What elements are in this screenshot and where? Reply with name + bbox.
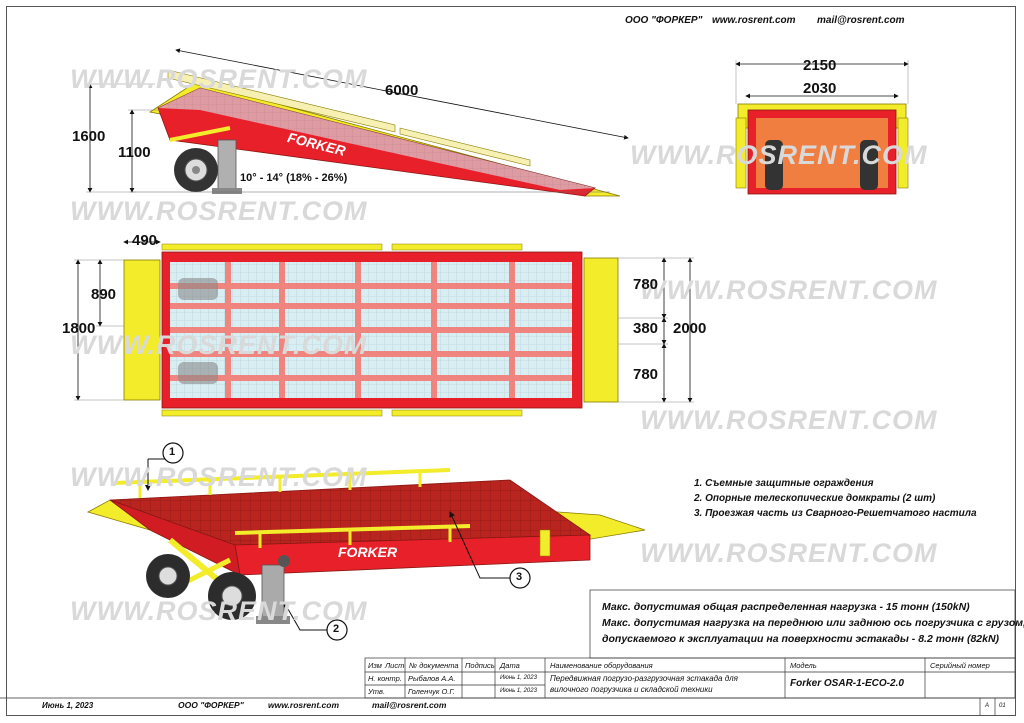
tb-izm: Изм	[368, 661, 382, 670]
callout-3: 3	[516, 571, 523, 583]
watermark: WWW.ROSRENT.COM	[70, 64, 368, 94]
spec-line-3: допускаемого к эксплуатации на поверхнос…	[602, 633, 1000, 645]
spec-line-1: Макс. допустимая общая распределенная на…	[602, 601, 970, 613]
tb-person2: Голенчук О.Г.	[408, 687, 455, 696]
tb-sheet-a: А	[985, 703, 990, 709]
dim-780-top: 780	[633, 276, 659, 293]
tb-person1: Рыбалов А.А.	[408, 674, 456, 683]
dim-width-inner: 2030	[803, 80, 837, 97]
dim-width-outer: 2150	[803, 57, 837, 74]
dim-angle: 10° - 14° (18% - 26%)	[240, 172, 348, 184]
footer-date: Июнь 1, 2023	[42, 701, 94, 710]
tb-serial-head: Серийный номер	[930, 661, 990, 670]
dim-1800: 1800	[62, 320, 96, 337]
load-specs: Макс. допустимая общая распределенная на…	[590, 592, 1024, 656]
dim-380: 380	[633, 320, 659, 337]
dim-height-deck: 1100	[118, 144, 151, 161]
callout-2: 2	[333, 623, 340, 635]
dim-490: 490	[132, 232, 158, 249]
dim-780-bottom: 780	[633, 366, 659, 383]
note-2: 2. Опорные телескопические домкраты (2 ш…	[694, 493, 936, 504]
footer-email: mail@rosrent.com	[372, 700, 447, 710]
tb-date1: Июнь 1, 2023	[500, 675, 537, 681]
rear-view	[735, 60, 909, 195]
watermark: WWW.ROSRENT.COM	[70, 462, 368, 492]
title-block-grid	[0, 589, 1016, 715]
note-1: 1. Съемные защитные ограждения	[694, 478, 874, 489]
dim-2000: 2000	[673, 320, 707, 337]
watermark: WWW.ROSRENT.COM	[630, 140, 928, 170]
footer-site: www.rosrent.com	[268, 700, 340, 710]
header-company: ООО "ФОРКЕР"	[625, 15, 703, 26]
watermark: WWW.ROSRENT.COM	[70, 196, 368, 226]
tb-equip-line1: Передвижная погрузо-разгрузочная эстакад…	[550, 674, 738, 683]
header-email: mail@rosrent.com	[817, 15, 905, 26]
note-3: 3. Проезжая часть из Сварного-Решетчатог…	[694, 508, 977, 519]
watermark: WWW.ROSRENT.COM	[640, 405, 938, 435]
side-view	[86, 48, 629, 197]
brand-label-iso: FORKER	[338, 544, 398, 560]
dim-height-total: 1600	[72, 128, 106, 145]
tb-equip-head: Наименование оборудования	[550, 661, 653, 670]
spec-line-2: Макс. допустимая нагрузка на переднюю ил…	[602, 617, 1024, 629]
footer-company: ООО "ФОРКЕР"	[178, 700, 244, 710]
tb-model: Forker OSAR-1-ECO-2.0	[790, 678, 904, 689]
dim-890: 890	[91, 286, 117, 303]
watermark: WWW.ROSRENT.COM	[640, 275, 938, 305]
tb-date2: Июнь 1, 2023	[500, 688, 537, 694]
tb-date: Дата	[500, 661, 520, 670]
watermark: WWW.ROSRENT.COM	[640, 538, 938, 568]
tb-sheet-no: 01	[999, 703, 1006, 709]
tb-n-kontr: Н. контр.	[368, 674, 402, 683]
watermark: WWW.ROSRENT.COM	[70, 330, 368, 360]
tb-equip-line2: вилочного погрузчика и складской техники	[550, 685, 713, 694]
isometric-view	[86, 442, 646, 641]
header-site: www.rosrent.com	[712, 15, 796, 26]
drawing-frame	[6, 6, 1016, 716]
tb-model-head: Модель	[790, 661, 817, 670]
watermark: WWW.ROSRENT.COM	[70, 596, 368, 626]
top-view	[74, 239, 694, 417]
tb-utv: Утв.	[368, 687, 386, 696]
tb-doc-no: № документа	[409, 661, 459, 670]
callout-1: 1	[169, 446, 176, 458]
tb-list: Лист	[385, 661, 405, 670]
tb-sign: Подпись	[465, 661, 495, 670]
dim-length: 6000	[385, 82, 419, 99]
